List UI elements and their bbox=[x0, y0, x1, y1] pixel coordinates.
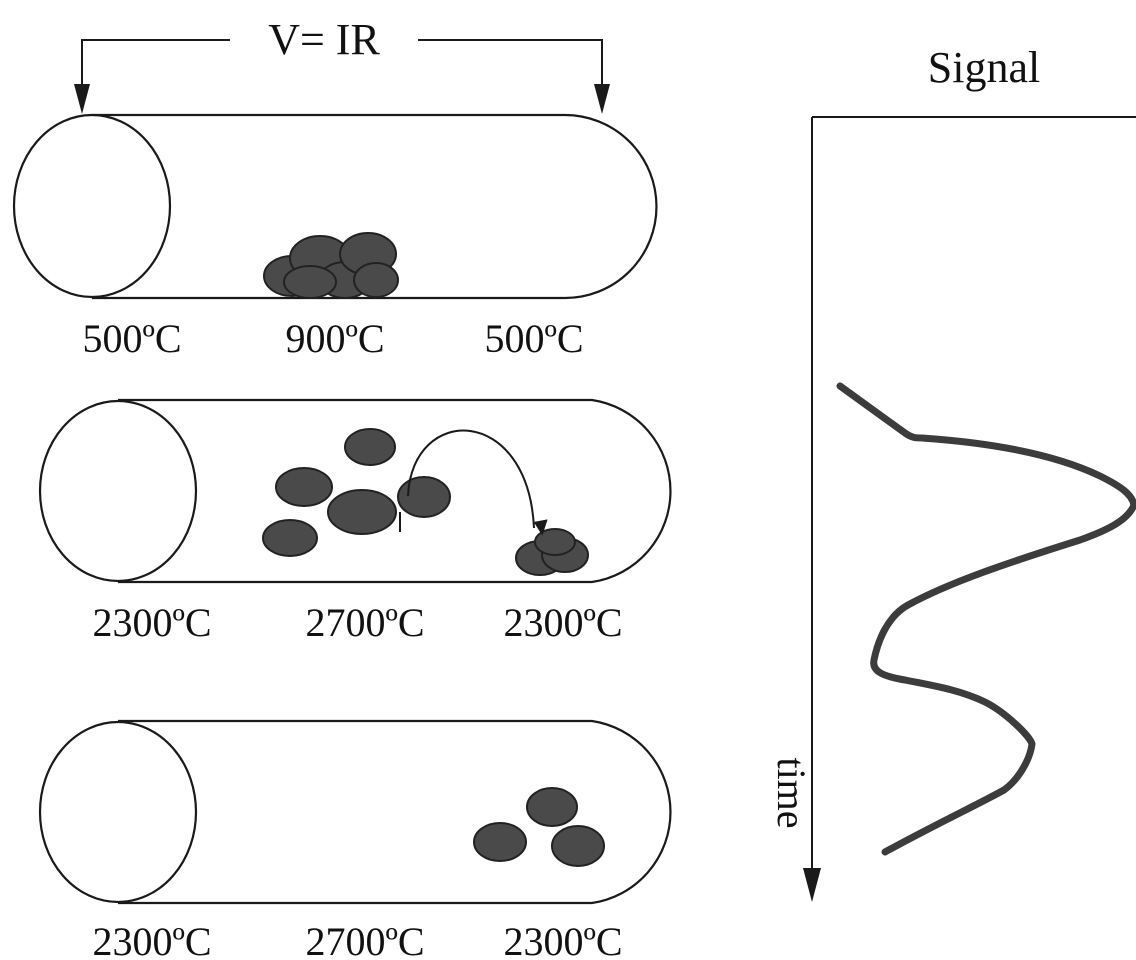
time-axis-label: time bbox=[769, 757, 814, 828]
signal-plot: Signal time bbox=[769, 43, 1136, 902]
sample-particles bbox=[473, 787, 605, 867]
temp-3-left: 2300ºC bbox=[92, 919, 211, 960]
signal-trace bbox=[836, 382, 1136, 856]
temp-1-left: 500ºC bbox=[82, 316, 181, 361]
temp-1-right: 500ºC bbox=[484, 316, 583, 361]
sample-particles bbox=[262, 428, 589, 576]
furnace-tube-2 bbox=[38, 398, 672, 584]
temp-3-center: 2700ºC bbox=[305, 919, 424, 960]
temp-2-right: 2300ºC bbox=[503, 600, 622, 645]
tube-opening bbox=[38, 399, 198, 583]
right-lead-wire bbox=[418, 39, 603, 100]
furnace-tube-1 bbox=[12, 113, 658, 300]
arrow-down-icon bbox=[803, 868, 821, 902]
furnace-tube-3 bbox=[38, 719, 672, 905]
tube-opening bbox=[38, 720, 198, 904]
tube-opening bbox=[12, 113, 172, 299]
voltage-connection: V= IR bbox=[74, 15, 610, 114]
left-lead-arrowhead bbox=[74, 84, 90, 114]
left-lead-wire bbox=[81, 39, 230, 100]
temp-2-center: 2700ºC bbox=[305, 600, 424, 645]
equation-label: V= IR bbox=[268, 15, 380, 64]
signal-axis-label: Signal bbox=[928, 43, 1040, 92]
temp-2-left: 2300ºC bbox=[92, 600, 211, 645]
right-lead-arrowhead bbox=[594, 84, 610, 114]
temp-1-center: 900ºC bbox=[285, 316, 384, 361]
sample-particles bbox=[263, 232, 399, 299]
migration-arrow bbox=[407, 429, 548, 536]
temp-3-right: 2300ºC bbox=[503, 919, 622, 960]
